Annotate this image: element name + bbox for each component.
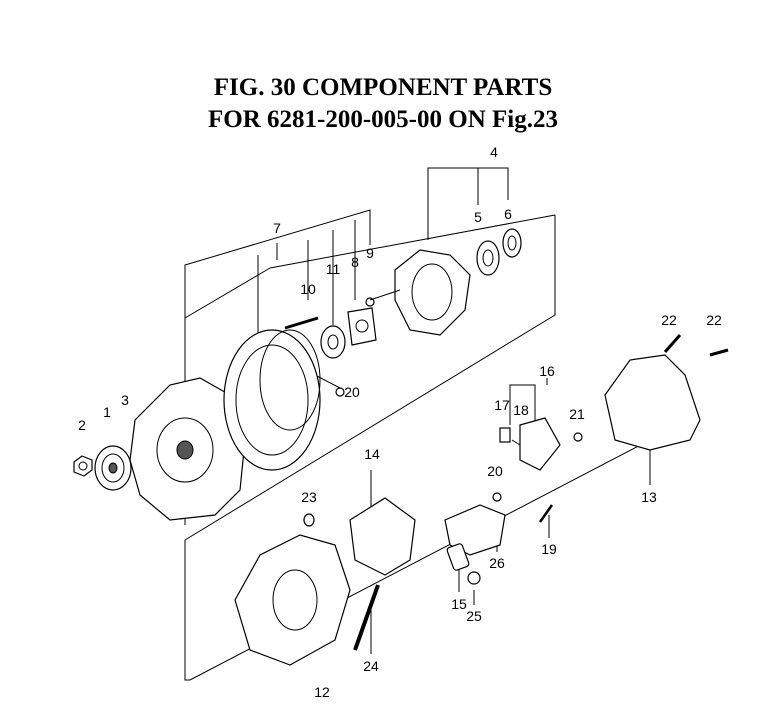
rotor-part-4 [369,249,471,336]
callout-21: 21 [569,406,585,422]
callout-24: 24 [363,658,379,674]
rear-bracket-part-12 [234,534,351,666]
bearing-part-11 [320,325,346,359]
callout-2: 2 [78,417,86,433]
callout-10: 10 [300,281,316,297]
screw-part-9 [365,297,375,307]
figure-title-line-2: FOR 6281-200-005-00 ON Fig.23 [208,106,558,133]
spring-part-18 [511,439,521,446]
callout-14: 14 [364,446,380,462]
rear-cover-part-13 [604,354,701,451]
washer-part-23 [303,513,315,527]
screw-part-19 [538,504,554,523]
callout-5: 5 [474,209,482,225]
regulator-part-26 [444,504,506,556]
callout-22-left: 22 [661,312,677,328]
callout-22-right: 22 [706,312,722,328]
terminal-part-15 [446,543,470,571]
callout-3: 3 [121,392,129,408]
cover-part-6 [502,228,522,258]
callout-20-lower: 20 [487,463,503,479]
callout-6: 6 [504,206,512,222]
callout-9: 9 [366,245,374,261]
callout-23: 23 [301,489,317,505]
bolt-part-10 [284,316,319,330]
plate-part-8 [347,307,377,346]
callout-17: 17 [494,397,510,413]
callout-19: 19 [541,541,557,557]
brush-holder-part-16 [519,417,561,471]
stator-part-7 [223,329,321,471]
callout-8: 8 [351,254,359,270]
callout-15: 15 [451,596,467,612]
screw-part-20b [492,492,502,502]
bearing-part-5 [476,240,500,276]
bolt-part-22b [709,348,729,357]
assembly-lines [184,167,651,681]
pulley-part-1 [94,445,132,491]
screw-part-21 [573,432,583,442]
callout-25: 25 [466,608,482,624]
callout-1: 1 [103,404,111,420]
callout-11: 11 [326,261,341,277]
callout-4: 4 [490,144,498,160]
screw-part-20a [335,387,345,397]
callout-12: 12 [314,684,330,700]
figure-title-line-1: FIG. 30 COMPONENT PARTS [213,74,553,101]
bolt-part-24 [353,584,380,651]
callout-20-upper: 20 [344,384,360,400]
callout-7: 7 [273,220,281,236]
callout-13: 13 [641,489,657,505]
rectifier-part-14 [349,497,416,576]
callout-16: 16 [539,363,555,379]
front-bracket-part-3 [129,377,246,521]
callout-18: 18 [513,402,529,418]
bolt-part-22a [663,334,682,353]
brush-part-17 [499,427,511,443]
nut-part-2 [73,455,93,477]
callout-26: 26 [489,555,505,571]
nut-part-25 [467,571,481,585]
